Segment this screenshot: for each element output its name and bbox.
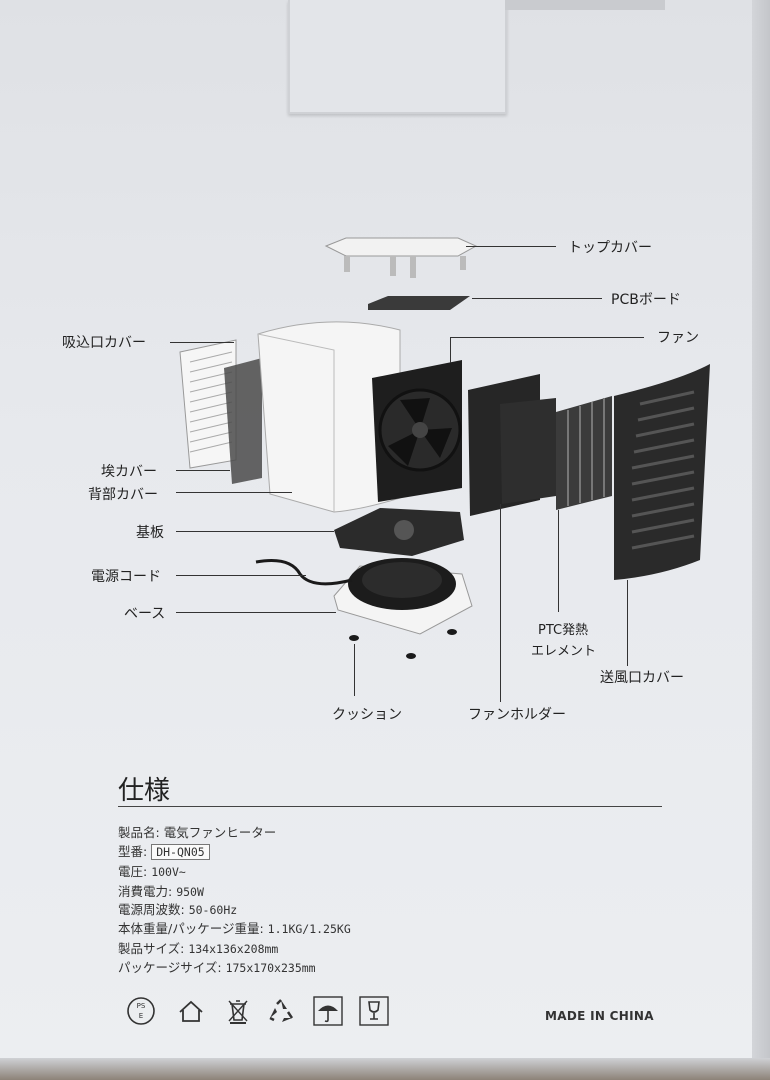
recycle-icon [269,999,294,1022]
leader-line [176,492,292,493]
box-bottom-edge [0,1058,770,1080]
base-part [333,558,473,635]
fragile-glass-icon [359,996,389,1026]
ptc-element-part [556,396,612,510]
fan-label: ファン [657,330,699,346]
spec-row: 消費電力: 950W [118,884,204,899]
made-in-label: MADE IN CHINA [545,1009,654,1023]
spec-row: 型番: DH-QN05 [118,841,210,860]
svg-text:PS: PS [137,1002,146,1010]
spec-row: 本体重量/パッケージ重量: 1.1KG/1.25KG [118,921,351,936]
leader-line [450,337,644,338]
spec-title: 仕様 [118,776,171,806]
outlet-cover-label: 送風口カバー [600,670,684,686]
box-edge [752,0,770,1080]
power-cord-part [255,559,353,586]
spec-divider [118,806,662,807]
leader-line [472,298,602,299]
no-trash-bin-icon [228,1000,248,1024]
leader-line [558,510,559,612]
leader-line [500,504,501,702]
svg-text:E: E [139,1012,143,1020]
leader-line [627,580,628,666]
spec-row: パッケージサイズ: 175x170x235mm [118,960,316,975]
ptc-element-label-line2: エレメント [531,644,597,659]
model-number: DH-QN05 [151,844,210,860]
leader-line [176,575,306,576]
cushion-label: クッション [332,707,402,723]
pcb-board-part [368,296,470,310]
leader-line [176,531,334,532]
home-use-icon [179,1000,203,1022]
power-cord-label: 電源コード [91,569,161,585]
fan-part [372,360,462,502]
leader-line [176,612,336,613]
leader-line [176,470,230,471]
box-flap-edge [505,0,665,10]
spec-row: 製品サイズ: 134x136x208mm [118,941,279,956]
leader-line [450,337,451,363]
dust-cover-label: 埃カバー [101,464,157,480]
back-cover-part [257,321,401,513]
base-label: ベース [124,606,166,622]
leader-line [354,644,355,696]
ptc-element-label-line1: PTC発熱 [538,623,589,638]
intake-cover-label: 吸込口カバー [62,335,146,351]
pcb-board-label: PCBボード [611,292,681,308]
substrate-part [334,508,464,556]
fan-holder-label: ファンホルダー [468,707,566,723]
top-cover-part [324,237,478,278]
dust-cover-part [224,358,262,484]
outlet-cover-part [614,364,710,580]
back-cover-label: 背部カバー [88,487,158,503]
leader-line [466,246,556,247]
fan-holder-part [468,374,556,516]
pse-icon: PS E [127,997,155,1025]
leader-line [170,342,234,343]
box-flap [288,0,507,114]
keep-dry-umbrella-icon [313,996,343,1026]
spec-row: 電源周波数: 50-60Hz [118,902,238,917]
substrate-label: 基板 [136,525,164,541]
top-cover-label: トップカバー [568,240,652,256]
cushion-parts [349,629,457,659]
spec-row: 電圧: 100V~ [118,864,186,879]
spec-row: 製品名: 電気ファンヒーター [118,825,277,840]
